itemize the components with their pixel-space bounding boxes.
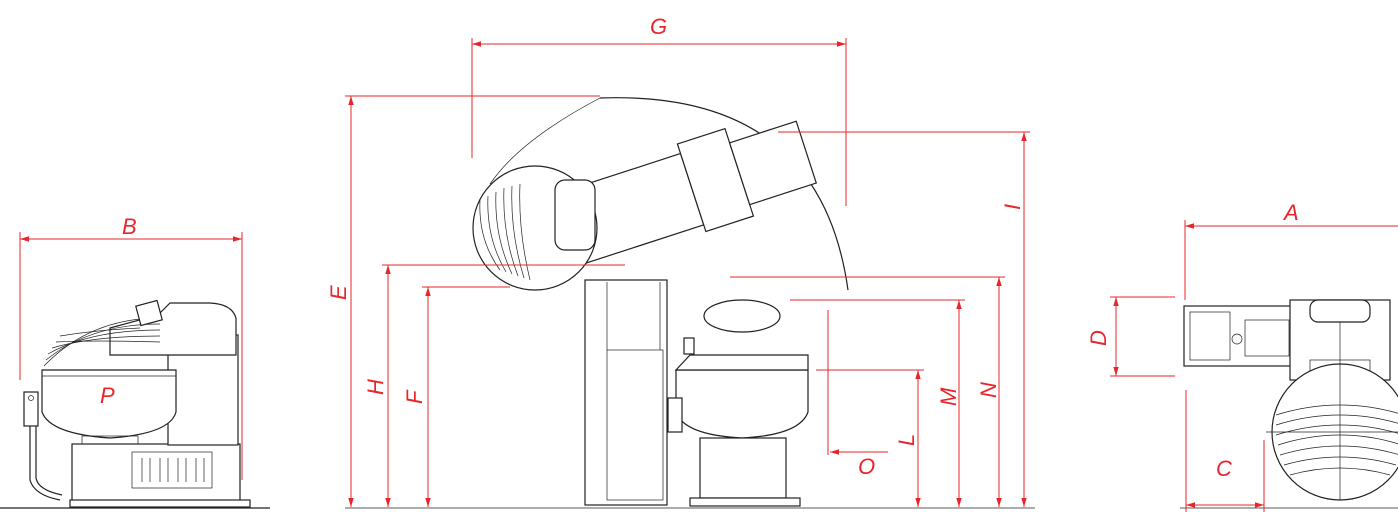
- label-C: C: [1216, 456, 1232, 481]
- label-A: A: [1282, 200, 1299, 225]
- label-N: N: [976, 382, 1001, 398]
- dimension-C: [1185, 390, 1265, 512]
- dimension-O: [827, 310, 888, 455]
- guard-cage: [43, 317, 161, 367]
- dimension-M: [790, 299, 965, 507]
- dimension-D: [1110, 296, 1175, 377]
- dimension-I: [778, 131, 1030, 507]
- label-H: H: [363, 379, 388, 395]
- label-D: D: [1086, 330, 1111, 346]
- dimension-A: [1184, 220, 1398, 300]
- lifted-bowl: [472, 165, 598, 291]
- dimension-F: [422, 286, 510, 507]
- dimension-E: [345, 95, 600, 507]
- dimension-N: [730, 276, 1005, 507]
- left-side-view: [23, 299, 251, 508]
- label-L: L: [894, 434, 919, 446]
- label-F: F: [402, 389, 427, 404]
- label-M: M: [936, 387, 961, 406]
- label-O: O: [858, 454, 875, 479]
- center-view: [472, 97, 849, 507]
- dimension-G: [471, 38, 847, 206]
- label-I: I: [1000, 204, 1025, 210]
- label-G: G: [650, 14, 667, 39]
- vent-grille: [141, 458, 205, 482]
- label-P: P: [100, 383, 115, 408]
- dimension-L: [816, 369, 924, 507]
- label-E: E: [326, 285, 351, 300]
- dimension-H: [382, 264, 625, 507]
- dimension-B: [19, 232, 243, 480]
- label-B: B: [122, 214, 137, 239]
- right-top-view: [1183, 299, 1398, 501]
